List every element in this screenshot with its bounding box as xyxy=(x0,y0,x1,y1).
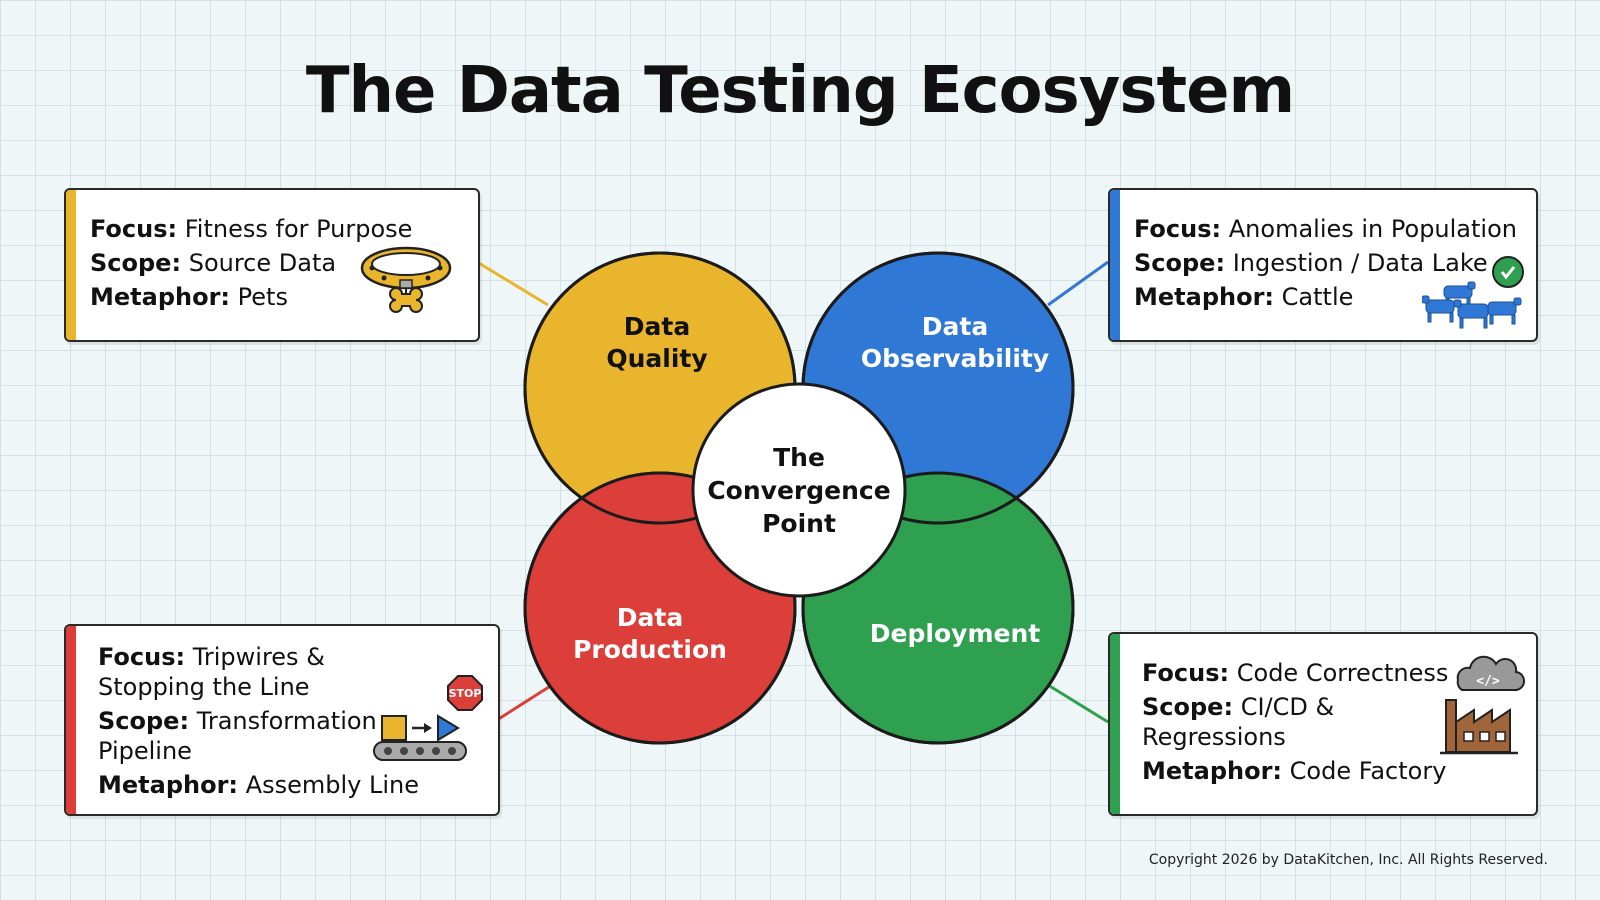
label-center-line1: The xyxy=(773,443,825,472)
connector-observability xyxy=(1047,260,1109,307)
label-quality-line1: Data xyxy=(624,312,690,341)
connector-quality xyxy=(476,260,549,307)
connector-deployment xyxy=(1047,683,1109,724)
card-focus: Focus: Tripwires & xyxy=(98,643,325,671)
dog-collar-icon xyxy=(360,246,452,313)
label-production-line2: Production xyxy=(573,635,727,664)
cattle-herd-icon xyxy=(1422,256,1524,329)
label-center-line3: Point xyxy=(762,509,836,538)
label-observability-line1: Data xyxy=(922,312,988,341)
code-factory-icon: </> xyxy=(1440,655,1525,755)
card-metaphor: Metaphor: Code Factory xyxy=(1142,757,1447,785)
label-deployment: Deployment xyxy=(870,619,1040,648)
circle-convergence-point xyxy=(691,382,907,598)
card-scope: Scope: Ingestion / Data Lake xyxy=(1134,249,1488,277)
card-stripe xyxy=(66,190,76,340)
card-data-quality: Focus: Fitness for Purpose Scope: Source… xyxy=(64,188,480,342)
card-scope: Scope: CI/CD & xyxy=(1142,693,1335,721)
label-observability-line2: Observability xyxy=(861,344,1049,373)
card-metaphor: Metaphor: Cattle xyxy=(1134,283,1354,311)
card-stripe xyxy=(1110,634,1120,814)
card-stripe xyxy=(1110,190,1120,340)
stop-sign-text: STOP xyxy=(449,687,482,700)
card-focus: Focus: Code Correctness xyxy=(1142,659,1449,687)
card-deployment: Focus: Code Correctness Scope: CI/CD & R… xyxy=(1108,632,1538,816)
code-brackets-text: </> xyxy=(1476,674,1500,689)
card-scope-cont: Pipeline xyxy=(98,737,192,765)
card-data-observability: Focus: Anomalies in Population Scope: In… xyxy=(1108,188,1538,342)
card-metaphor: Metaphor: Pets xyxy=(90,283,288,311)
card-metaphor: Metaphor: Assembly Line xyxy=(98,771,419,799)
card-data-production: Focus: Tripwires & Stopping the Line Sco… xyxy=(64,624,500,816)
card-stripe xyxy=(66,626,76,814)
label-center-line2: Convergence xyxy=(707,476,890,505)
assembly-line-icon: STOP xyxy=(373,675,483,761)
card-scope: Scope: Source Data xyxy=(90,249,337,277)
card-focus: Focus: Anomalies in Population xyxy=(1134,215,1517,243)
label-quality-line2: Quality xyxy=(606,344,707,373)
page-title: The Data Testing Ecosystem xyxy=(305,54,1295,128)
card-focus-cont: Stopping the Line xyxy=(98,673,310,701)
card-scope: Scope: Transformation xyxy=(98,707,377,735)
card-focus: Focus: Fitness for Purpose xyxy=(90,215,413,243)
card-scope-cont: Regressions xyxy=(1142,723,1286,751)
label-production-line1: Data xyxy=(617,603,683,632)
connector-production xyxy=(496,683,553,722)
copyright-notice: Copyright 2026 by DataKitchen, Inc. All … xyxy=(1148,852,1548,868)
